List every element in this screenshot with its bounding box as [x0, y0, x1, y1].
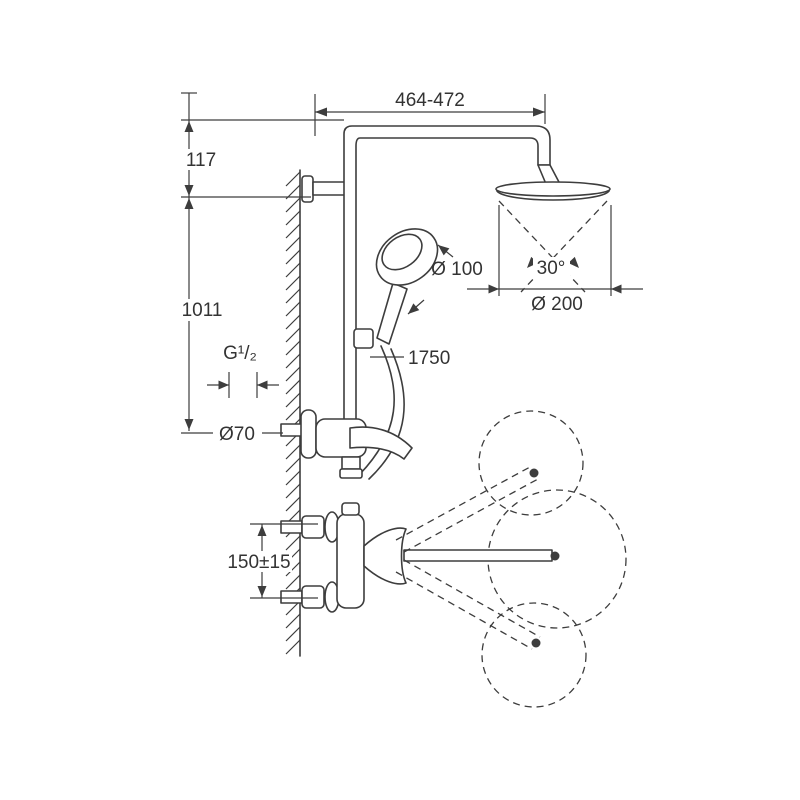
shower-mixer — [280, 409, 413, 479]
head-shower-plate — [495, 181, 611, 197]
mixer-inlet-stub — [280, 423, 303, 437]
label-escutcheon-diameter: Ø70 — [219, 424, 255, 445]
hose-nut — [339, 468, 363, 479]
angle-arrow-left — [527, 256, 538, 268]
union-nut-lower — [301, 585, 325, 609]
spout-end-dot-upper — [529, 468, 539, 478]
spout-end-dot-lower — [531, 638, 541, 648]
diverter-cap — [341, 502, 360, 516]
wall-hatching — [285, 169, 301, 657]
bath-mixer — [280, 502, 553, 613]
angle-arrow-right — [568, 256, 579, 268]
label-hand-shower-diameter: Ø 100 — [431, 259, 483, 280]
label-head-shower-diameter: Ø 200 — [531, 294, 583, 315]
dim-thread-size — [207, 372, 279, 398]
label-top-offset: 117 — [186, 150, 216, 171]
hand-shower-holder — [353, 328, 374, 349]
hand-shower-face — [381, 233, 423, 271]
hand-shower — [353, 228, 439, 480]
swivel-circle-upper — [478, 410, 584, 516]
head-shower-joint — [537, 164, 561, 185]
shower-hose — [359, 345, 395, 475]
inlet-stub-upper — [280, 520, 303, 534]
hand-shower-head — [375, 228, 439, 286]
label-thread-size: G¹/₂ — [223, 343, 257, 364]
spout-tube — [403, 549, 553, 562]
label-hose-length: 1750 — [408, 348, 450, 369]
shower-hose — [368, 348, 405, 480]
label-column-height: 1011 — [182, 300, 223, 321]
dim-head-shower-diameter — [467, 205, 643, 296]
leader-hand-shower-diameter — [407, 244, 454, 315]
mixer-body-lower — [336, 513, 365, 609]
head-shower-dome — [496, 190, 610, 201]
head-shower — [495, 164, 611, 201]
mixer-lever — [349, 426, 413, 460]
wall-bracket — [301, 175, 347, 203]
inlet-stub-lower — [280, 590, 303, 604]
mixer-outlet — [341, 456, 361, 470]
hand-shower-handle — [376, 282, 408, 345]
shower-column — [343, 125, 551, 435]
mixer-escutcheon — [300, 409, 317, 459]
spout-swivel-positions — [395, 466, 560, 650]
label-spray-angle: 30° — [537, 258, 566, 279]
dim-top-width — [314, 94, 546, 136]
union-nut-upper — [301, 515, 325, 539]
dim-inlet-spacing — [250, 523, 318, 599]
label-inlet-spacing: 150±15 — [227, 552, 290, 573]
swivel-circle-lower — [481, 602, 587, 708]
label-top-width: 464-472 — [395, 90, 465, 111]
spout-end-dot-middle — [550, 551, 560, 561]
spray-cone — [498, 200, 608, 293]
spout-horn — [363, 527, 407, 585]
